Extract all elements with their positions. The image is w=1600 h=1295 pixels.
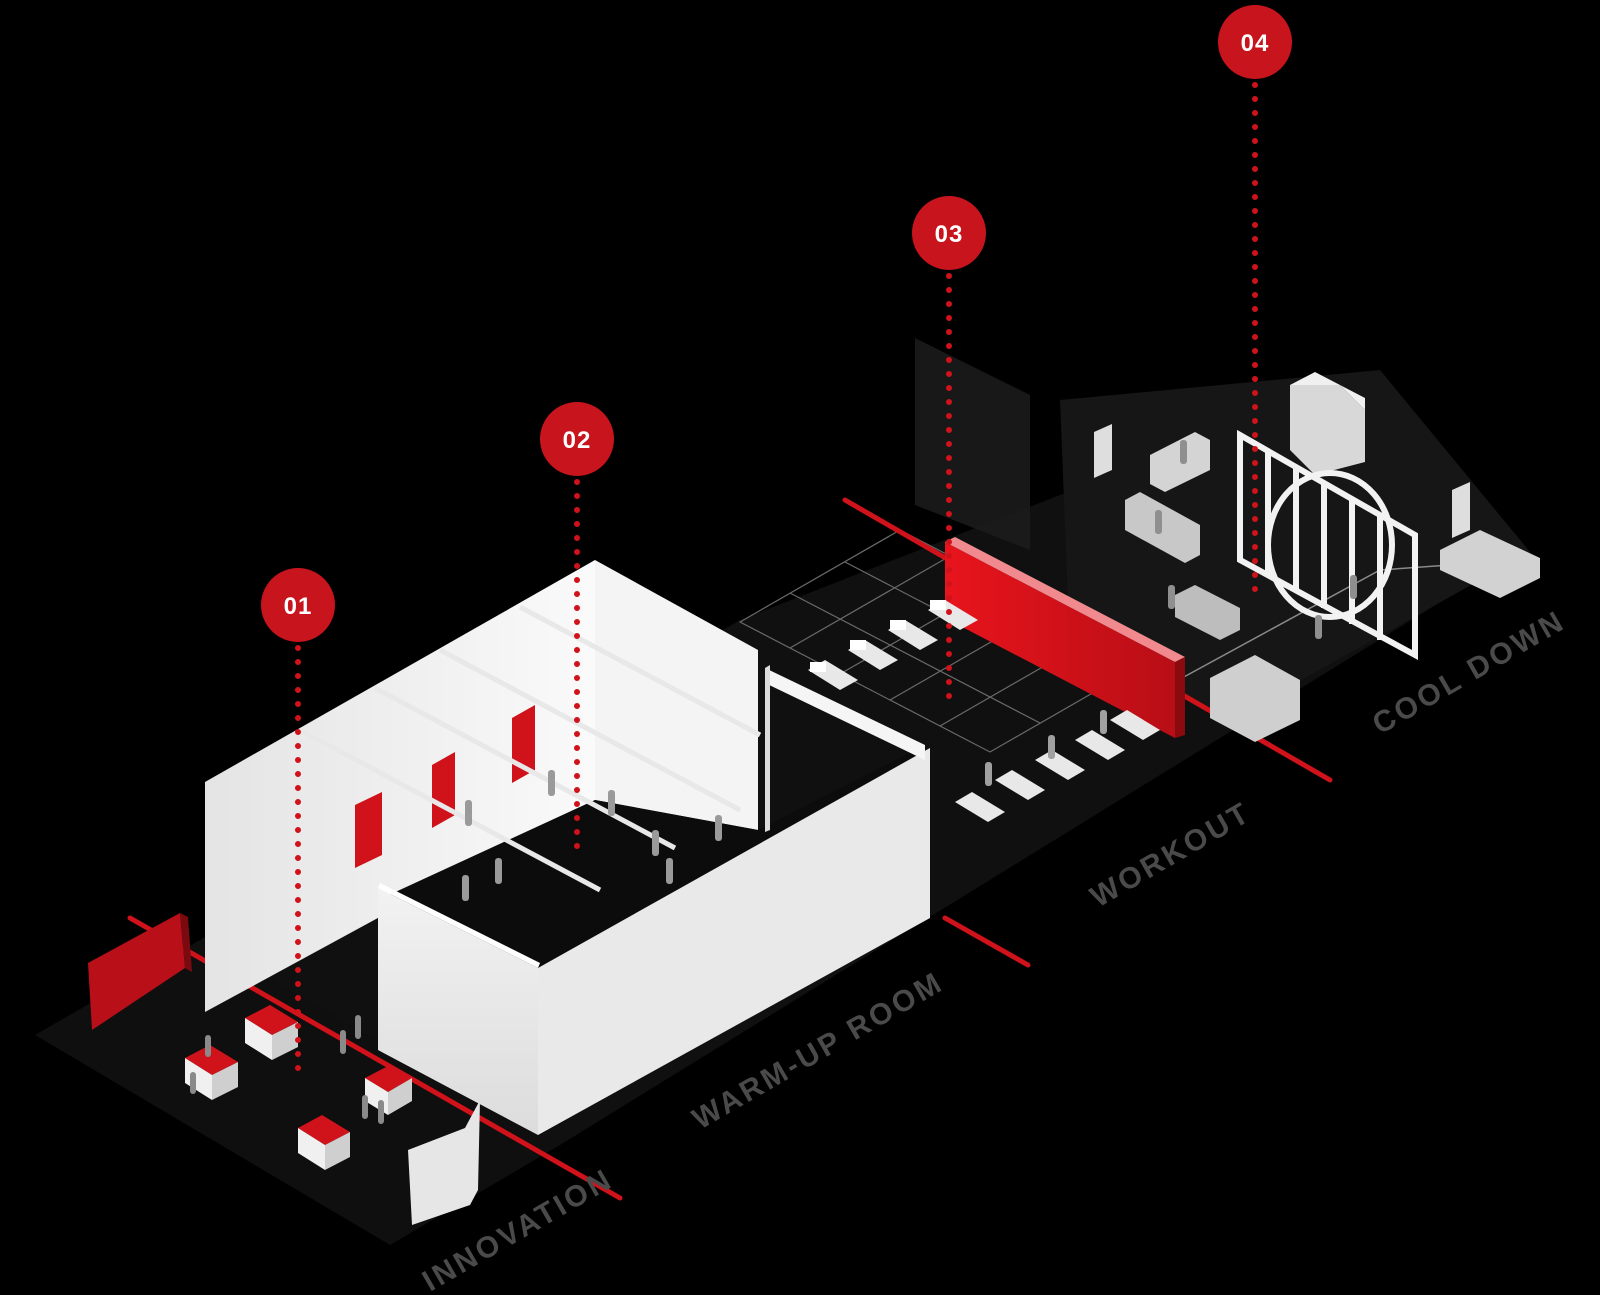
marker-circle xyxy=(912,196,986,270)
cooldown-figures xyxy=(1155,440,1357,639)
angled-partition xyxy=(408,1100,480,1225)
ceiling-beams xyxy=(298,604,762,893)
storage-block xyxy=(1290,372,1365,475)
marker-circle xyxy=(1218,5,1292,79)
marker-label: 02 xyxy=(563,427,592,454)
workout-zone xyxy=(808,338,1185,822)
circular-lattice-frame xyxy=(1237,429,1418,661)
warmup-wall-top-edge xyxy=(378,883,540,968)
marker-label: 01 xyxy=(284,593,313,620)
marker-circle xyxy=(540,402,614,476)
counter xyxy=(1150,432,1210,492)
visitor-figures xyxy=(190,1015,384,1124)
marker-leaders xyxy=(295,82,1258,1085)
treadmills-row-2 xyxy=(955,710,1160,822)
glass-wall xyxy=(915,338,1030,550)
red-door xyxy=(432,752,455,828)
warmup-wall-front xyxy=(378,888,538,1135)
counter xyxy=(1175,585,1240,640)
warmup-wall-back xyxy=(595,560,758,830)
red-door xyxy=(355,792,382,868)
marker-label: 03 xyxy=(935,221,964,248)
marker-01[interactable]: 01 xyxy=(261,568,335,642)
innovation-red-wall xyxy=(88,913,185,1030)
workout-red-wall xyxy=(945,542,1175,738)
display-table xyxy=(245,1005,298,1060)
warmup-room xyxy=(205,560,930,1135)
column xyxy=(1452,482,1470,538)
innovation-zone xyxy=(88,913,480,1225)
warmup-figures xyxy=(462,770,722,901)
counter xyxy=(1125,492,1200,563)
warmup-floor xyxy=(378,745,925,1000)
marker-03[interactable]: 03 xyxy=(912,196,986,270)
display-table xyxy=(298,1115,350,1170)
marker-04[interactable]: 04 xyxy=(1218,5,1292,79)
treadmills-row-1 xyxy=(808,600,978,690)
column xyxy=(1094,424,1112,478)
marker-label: 04 xyxy=(1241,30,1270,57)
marker-circle xyxy=(261,568,335,642)
workout-figures xyxy=(985,710,1107,786)
cooldown-zone xyxy=(1094,372,1540,742)
display-table xyxy=(185,1045,238,1100)
warmup-wall-right xyxy=(538,748,930,1135)
zone-label-workout: WORKOUT xyxy=(1085,796,1257,914)
lounge-seat xyxy=(1440,530,1540,598)
marker-02[interactable]: 02 xyxy=(540,402,614,476)
lounge-seat xyxy=(1210,655,1300,742)
